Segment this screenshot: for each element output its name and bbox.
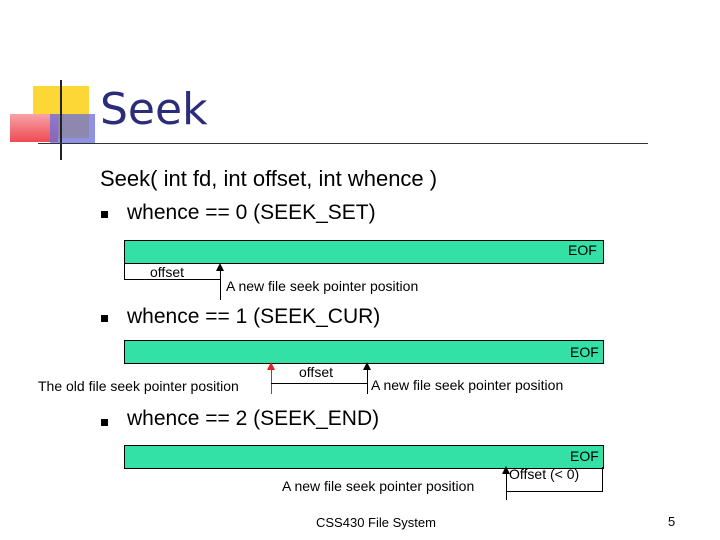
file-start-marker-1	[124, 262, 125, 279]
old-pointer-label-2: The old file seek pointer position	[38, 378, 239, 394]
title-underline	[38, 143, 648, 144]
new-pointer-line-3	[506, 474, 507, 500]
old-pointer-line-2	[271, 370, 272, 394]
new-pointer-label-2: A new file seek pointer position	[371, 377, 564, 393]
footer-text: CSS430 File System	[316, 515, 436, 530]
eof-label-1: EOF	[568, 242, 597, 258]
old-pointer-arrowhead-2	[267, 362, 275, 370]
case-1-heading: whence == 0 (SEEK_SET)	[127, 201, 376, 224]
new-pointer-arrowhead-3	[502, 466, 510, 474]
offset-label-1: offset	[150, 264, 184, 280]
slide-title: Seek	[100, 84, 208, 135]
eof-label-2: EOF	[570, 344, 599, 360]
bullet-1	[101, 211, 108, 218]
logo-blue-square	[50, 114, 95, 144]
new-pointer-arrowhead-2	[363, 362, 371, 370]
file-bar-1	[124, 240, 604, 264]
file-bar-2	[124, 340, 604, 364]
logo-vertical-line	[60, 80, 62, 160]
case-2-heading: whence == 1 (SEEK_CUR)	[127, 305, 381, 328]
bullet-3	[101, 419, 108, 426]
new-pointer-label-1: A new file seek pointer position	[226, 278, 419, 294]
seek-signature: Seek( int fd, int offset, int whence )	[100, 166, 438, 191]
offset-line-1	[124, 279, 220, 280]
negative-offset-line-3	[506, 491, 602, 492]
eof-marker-3	[602, 467, 603, 492]
new-pointer-arrowhead-1	[216, 263, 224, 271]
new-pointer-line-2	[367, 370, 368, 394]
bullet-2	[101, 315, 108, 322]
eof-label-3: EOF	[570, 448, 599, 464]
negative-offset-label-3: Offset (< 0)	[509, 466, 580, 482]
offset-line-2	[271, 383, 367, 384]
page-number: 5	[668, 514, 676, 529]
new-pointer-line-1	[220, 270, 221, 300]
file-bar-3	[124, 445, 604, 469]
new-pointer-label-3: A new file seek pointer position	[282, 478, 475, 494]
case-3-heading: whence == 2 (SEEK_END)	[127, 407, 380, 430]
offset-label-2: offset	[299, 364, 333, 380]
